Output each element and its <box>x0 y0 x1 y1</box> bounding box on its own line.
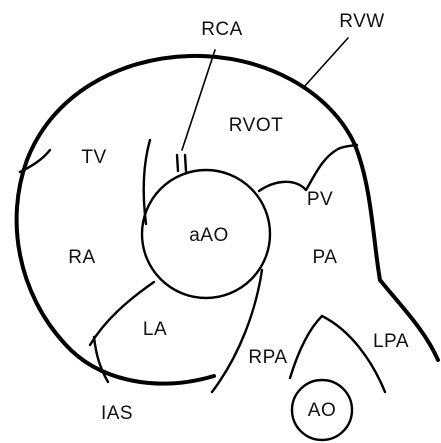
tricuspid-valve-line <box>18 148 52 174</box>
rpa-left-wall <box>288 314 324 380</box>
label-rvw: RVW <box>339 11 384 32</box>
label-lpa: LPA <box>373 331 409 352</box>
label-ias: IAS <box>101 403 133 424</box>
label-ao: AO <box>308 400 336 421</box>
rca-tick-1 <box>175 153 180 173</box>
rca-tick-2 <box>183 153 188 173</box>
outer-heart-wall <box>14 53 440 386</box>
pulmonary-valve-line <box>257 143 359 193</box>
ascending-aorta-circle <box>140 168 272 300</box>
label-pa: PA <box>313 247 338 268</box>
label-tv: TV <box>81 147 106 168</box>
label-pv: PV <box>307 189 333 210</box>
rpa-lpa-divider <box>320 314 387 394</box>
label-rca: RCA <box>201 19 243 40</box>
label-ra: RA <box>68 247 95 268</box>
la-right-wall <box>210 268 264 394</box>
label-rvot: RVOT <box>229 115 283 136</box>
descending-aorta-circle <box>290 378 354 442</box>
rca-leader-line <box>181 49 216 151</box>
interatrial-septum-line <box>92 335 110 384</box>
label-aao: aAO <box>189 225 229 246</box>
rvw-leader-line <box>302 37 349 89</box>
label-rpa: RPA <box>248 347 287 368</box>
label-la: LA <box>143 319 167 340</box>
